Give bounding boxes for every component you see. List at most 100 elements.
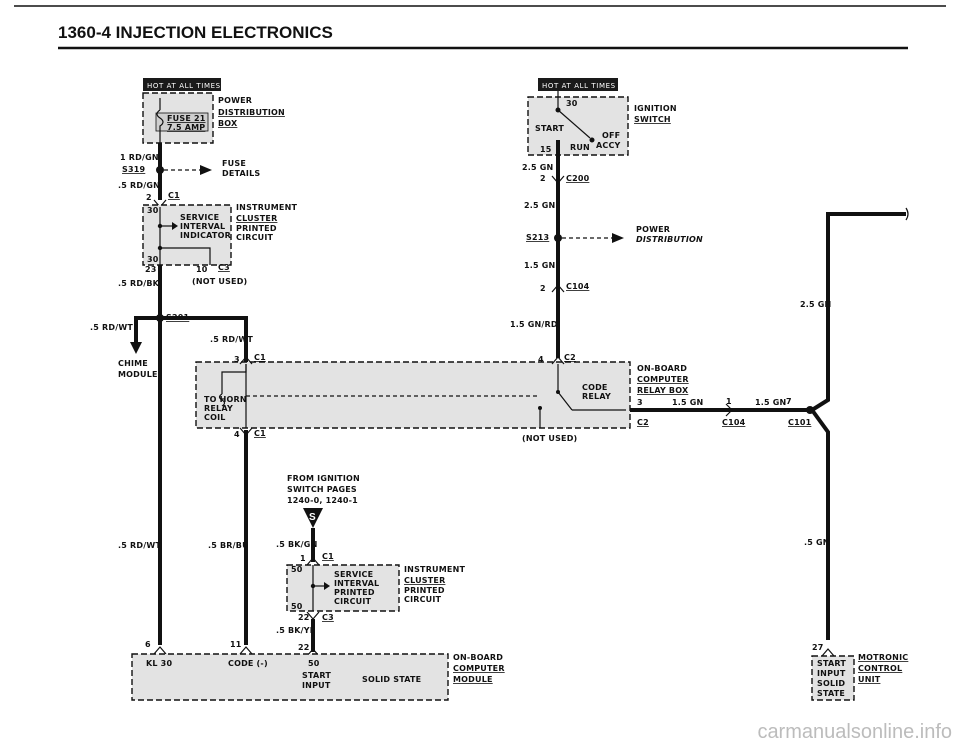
wire-right-break xyxy=(905,207,909,221)
wire-25gn-label-a: 2.5 GN xyxy=(522,163,553,172)
power-distribution-arrow xyxy=(612,233,624,243)
cluster1-pin30b: 30 xyxy=(147,255,159,264)
conn-c1-label: C1 xyxy=(168,191,180,200)
from-ign-s-label: S xyxy=(309,512,316,523)
right-pin7: 7 xyxy=(786,397,792,406)
relay-not-used: (NOT USED) xyxy=(522,434,577,443)
conn-c200-pin: 2 xyxy=(540,174,546,183)
ignition-switch-box xyxy=(527,96,629,156)
right-c104-label: C104 xyxy=(722,418,746,427)
right-pin1: 1 xyxy=(726,397,732,406)
motronic-input: INPUT xyxy=(817,669,846,678)
motronic-pin27: 27 xyxy=(812,643,824,652)
from-ign-l2: SWITCH PAGES xyxy=(287,485,357,494)
from-ign-l1: FROM IGNITION xyxy=(287,474,360,483)
cluster1-pin10: 10 xyxy=(196,265,208,274)
relay-pin3: 3 xyxy=(234,355,240,364)
ign-start: START xyxy=(535,124,564,133)
motronic-name3: UNIT xyxy=(858,675,881,684)
ign-name2: SWITCH xyxy=(634,115,671,124)
splice-s213-label: S213 xyxy=(526,233,549,242)
wire-5rdwt-label-b: .5 RD/WT xyxy=(210,335,253,344)
lower-pin22: 22 xyxy=(298,613,310,622)
lower-c1-pin: 1 xyxy=(300,554,306,563)
instrument-cluster-bottom xyxy=(286,564,400,612)
horn-label3: COIL xyxy=(204,413,226,422)
power-dist-label2: DISTRIBUTION xyxy=(636,235,703,244)
wire-5rdwt-lower-label: .5 RD/WT xyxy=(118,541,161,550)
relay-pin4: 4 xyxy=(234,430,240,439)
conn-c1-pin: 2 xyxy=(146,193,152,202)
wire-5bkyl-label: .5 BK/YL xyxy=(276,626,315,635)
cluster1-name2: CLUSTER xyxy=(236,214,277,223)
code-relay-pivot xyxy=(556,390,560,394)
code-relay-contact xyxy=(557,391,573,411)
relay-c1-symbol xyxy=(239,356,253,365)
wire-1rdgn-label: 1 RD/GN xyxy=(120,153,159,162)
relay-name3: RELAY BOX xyxy=(637,386,689,395)
splice-s319-label: S319 xyxy=(122,165,145,174)
cluster1-name3: PRINTED xyxy=(236,224,277,233)
lower-c1-label: C1 xyxy=(322,552,334,561)
obc-pin50: 50 xyxy=(308,659,320,668)
wire-5rdwt-label-a: .5 RD/WT xyxy=(90,323,133,332)
relay-c2: C2 xyxy=(564,353,576,362)
obc-code: CODE (-) xyxy=(228,659,268,668)
code-relay-label2: RELAY xyxy=(582,392,611,401)
cluster2-pin50a: 50 xyxy=(291,565,303,574)
conn-c104-symbol xyxy=(551,284,565,293)
watermark: carmanualsonline.info xyxy=(757,721,952,743)
wire-15gnrd-label: 1.5 GN/RD xyxy=(510,320,558,329)
obc-module-box xyxy=(131,653,449,701)
horn-label1: TO HORN xyxy=(204,395,247,404)
from-ign-s-marker xyxy=(303,508,323,528)
lower-c3-label: C3 xyxy=(322,613,334,622)
wire-15gn-label: 1.5 GN xyxy=(524,261,555,270)
cluster2-name1: INSTRUMENT xyxy=(404,565,465,574)
cluster2-pin50b: 50 xyxy=(291,602,303,611)
wire-25gn-label-b: 2.5 GN xyxy=(524,201,555,210)
wire-5rdbk-label: .5 RD/BK xyxy=(118,279,160,288)
cluster2-led xyxy=(324,582,330,590)
relay-pin4b: 4 xyxy=(538,355,544,364)
ign-run: RUN xyxy=(570,143,590,152)
obc-pin6-symbol xyxy=(153,646,167,655)
fuse-amp: 7.5 AMP xyxy=(167,123,205,132)
obc-pin22b: 22 xyxy=(298,643,310,652)
cluster1-not-used: (NOT USED) xyxy=(192,277,247,286)
cluster2-name3: PRINTED xyxy=(404,586,445,595)
motronic-box xyxy=(811,655,855,701)
horn-coil xyxy=(218,393,226,407)
cluster2-circuit: CIRCUIT xyxy=(334,597,372,606)
code-relay-label1: CODE xyxy=(582,383,608,392)
horn-label2: RELAY xyxy=(204,404,233,413)
pd-box-name1: POWER xyxy=(218,96,252,105)
obc-solid-state: SOLID STATE xyxy=(362,675,421,684)
lower-c1-symbol xyxy=(306,557,320,566)
motronic-name2: CONTROL xyxy=(858,664,902,673)
power-dist-label1: POWER xyxy=(636,225,670,234)
cluster1-name1: INSTRUMENT xyxy=(236,203,297,212)
instrument-cluster-top xyxy=(142,204,232,266)
fuse-symbol xyxy=(156,98,164,143)
fuse-label: FUSE 21 xyxy=(167,114,206,123)
hot-tag-left xyxy=(143,78,221,91)
motronic-solid: SOLID xyxy=(817,679,845,688)
conn-c104-pin: 2 xyxy=(540,284,546,293)
hot-tag-right xyxy=(538,78,618,91)
wire-5bkgn-label: .5 BK/GN xyxy=(276,540,317,549)
fuse-details-arrow xyxy=(200,165,212,175)
cluster1-pin23: 23 xyxy=(145,265,157,274)
obc-pin11-symbol xyxy=(239,646,253,655)
relay-c1b: C1 xyxy=(254,429,266,438)
cluster1-led xyxy=(172,222,178,230)
relay-name1: ON-BOARD xyxy=(637,364,687,373)
hot-tag-left-label: HOT AT ALL TIMES xyxy=(147,82,221,90)
obc-kl30: KL 30 xyxy=(146,659,172,668)
relay-pin3b: 3 xyxy=(637,398,643,407)
obc-start: START xyxy=(302,671,331,680)
cluster2-name2: CLUSTER xyxy=(404,576,445,585)
cluster2-printed: PRINTED xyxy=(334,588,375,597)
